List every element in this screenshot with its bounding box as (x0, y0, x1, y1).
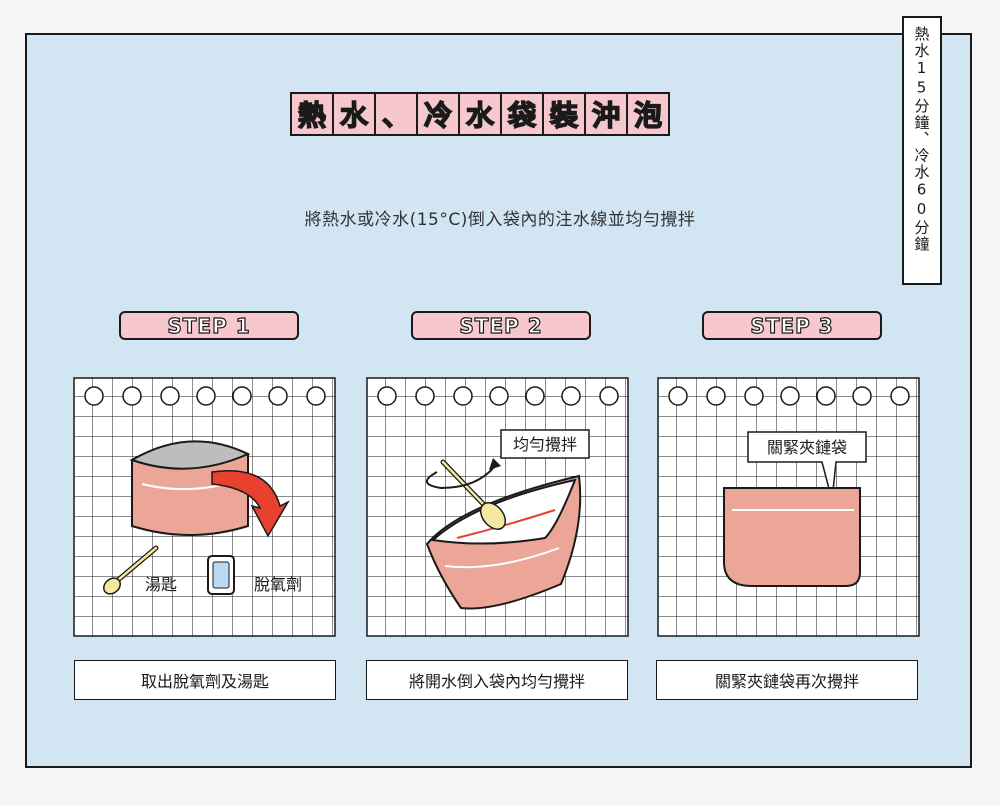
binder-rings (84, 386, 326, 406)
speech-bubble: 關緊夾鏈袋 (747, 431, 867, 501)
step-3-grid-paper: 關緊夾鏈袋 (657, 377, 920, 637)
step-1-caption: 取出脫氧劑及湯匙 (74, 660, 336, 700)
red-arrow-icon (211, 470, 290, 538)
title-char: 袋 (500, 92, 544, 136)
packet-label: 脫氧劑 (254, 575, 302, 594)
title-char: 水 (458, 92, 502, 136)
spoon-icon (103, 545, 159, 595)
step-1-grid-paper: 湯匙 脫氧劑 (73, 377, 336, 637)
title-char: 泡 (626, 92, 670, 136)
sealed-bag-icon (723, 487, 861, 587)
title-char: 冷 (416, 92, 460, 136)
step-2-grid-paper: 均勻攪拌 (366, 377, 629, 637)
page-title: 熱 水 、 冷 水 袋 裝 沖 泡 (290, 92, 670, 136)
step-1-illustration: 湯匙 脫氧劑 (72, 376, 337, 638)
step-1-badge: STEP 1 (119, 311, 299, 340)
title-char: 熱 (290, 92, 334, 136)
instruction-subtitle: 將熱水或冷水(15°C)倒入袋內的注水線並均勻攪拌 (304, 210, 696, 230)
title-char: 沖 (584, 92, 628, 136)
step-2-illustration: 均勻攪拌 (365, 376, 630, 638)
spoon-label: 湯匙 (145, 575, 177, 594)
step-3-illustration: 關緊夾鏈袋 (656, 376, 921, 638)
step-3-caption: 關緊夾鏈袋再次攪拌 (656, 660, 918, 700)
oxygen-absorber-packet-icon (207, 555, 235, 595)
bubble-label: 均勻攪拌 (513, 435, 577, 454)
binder-rings (668, 386, 910, 406)
step-2-badge: STEP 2 (411, 311, 591, 340)
bubble-label: 關緊夾鏈袋 (767, 438, 847, 457)
title-char: 、 (374, 92, 418, 136)
title-char: 裝 (542, 92, 586, 136)
binder-rings (377, 386, 619, 406)
title-char: 水 (332, 92, 376, 136)
step-3-badge: STEP 3 (702, 311, 882, 340)
step-2-caption: 將開水倒入袋內均勻攪拌 (366, 660, 628, 700)
side-time-label: 熱水15分鐘、冷水60分鐘 (902, 16, 942, 285)
speech-bubble: 均勻攪拌 (500, 429, 590, 459)
open-bag-icon (129, 440, 251, 536)
rotate-arrow-icon (426, 465, 496, 490)
